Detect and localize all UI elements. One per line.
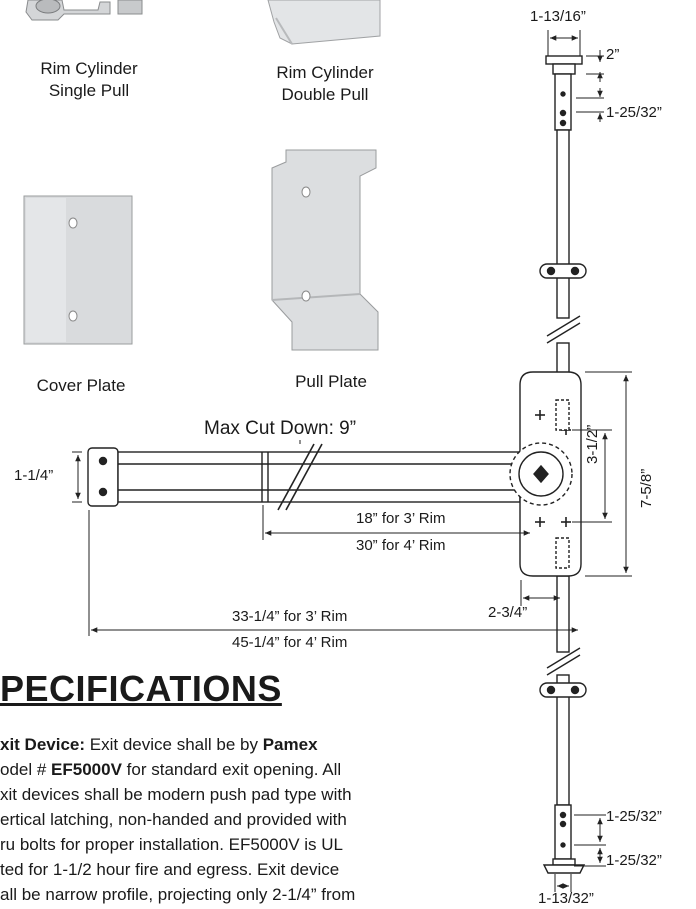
spec-line: ted for 1-1/2 hour fire and egress. Exit…	[0, 860, 340, 879]
rod-top-latch-label: 1-25/32”	[606, 104, 662, 121]
head-outer-height-label: 7-5/8”	[638, 468, 655, 508]
bar-height-label: 1-1/4”	[14, 467, 54, 484]
spec-model-prefix: odel #	[0, 760, 52, 779]
vertical-rod-assembly	[539, 55, 587, 874]
exit-bar	[87, 371, 582, 577]
rod-top-offset-label: 2”	[606, 46, 620, 63]
cut-length-3ft-label: 18” for 3’ Rim	[356, 510, 446, 527]
dimension-lines	[72, 30, 632, 892]
rod-bottom-latch-label-1: 1-25/32”	[606, 808, 662, 825]
head-offset-label: 2-3/4”	[488, 604, 528, 621]
rod-bottom-latch-label-2: 1-25/32”	[606, 852, 662, 869]
spec-lead-label: xit Device:	[0, 735, 86, 754]
spec-lead-text: Exit device shall be by	[85, 735, 263, 754]
rod-top-width-label: 1-13/16”	[530, 8, 586, 25]
max-cut-down-label: Max Cut Down: 9”	[204, 418, 357, 439]
pull-plate-caption: Pull Plate	[295, 372, 367, 391]
caption-line: Double Pull	[281, 85, 369, 104]
rim-cylinder-double-pull-image	[267, 0, 381, 45]
overall-length-3ft-label: 33-1/4” for 3’ Rim	[232, 608, 348, 625]
spec-model: EF5000V	[51, 760, 122, 779]
cover-plate-image	[23, 195, 133, 345]
pull-plate-image	[271, 149, 379, 351]
caption-line: Single Pull	[48, 81, 130, 100]
spec-line: ru bolts for proper installation. EF5000…	[0, 835, 344, 854]
specifications-heading: PECIFICATIONS	[0, 668, 282, 709]
caption-line: Rim Cylinder	[276, 63, 374, 82]
head-inner-height-label: 3-1/2”	[584, 424, 601, 464]
rim-cylinder-single-pull-caption: Rim Cylinder Single Pull	[14, 58, 164, 102]
caption-line: Rim Cylinder	[40, 59, 138, 78]
spec-line: xit devices shall be modern push pad typ…	[0, 785, 352, 804]
spec-line2-rest: for standard exit opening. All	[121, 760, 342, 779]
overall-length-4ft-label: 45-1/4” for 4’ Rim	[232, 634, 348, 651]
rod-bottom-width-label: 1-13/32”	[538, 890, 594, 907]
rim-cylinder-double-pull-caption: Rim Cylinder Double Pull	[250, 62, 400, 106]
cover-plate-caption: Cover Plate	[36, 376, 126, 395]
cut-length-4ft-label: 30” for 4’ Rim	[356, 537, 446, 554]
spec-line: ertical latching, non-handed and provide…	[0, 810, 347, 829]
rim-cylinder-single-pull-image	[25, 0, 143, 21]
spec-brand: Pamex	[262, 735, 318, 754]
spec-line: all be narrow profile, projecting only 2…	[0, 885, 356, 904]
specifications-text: xit Device: Exit device shall be by Pame…	[0, 732, 520, 909]
spec-line: odel # EF5000V for standard exit opening…	[0, 757, 520, 782]
spec-line: xit Device: Exit device shall be by Pame…	[0, 732, 520, 757]
